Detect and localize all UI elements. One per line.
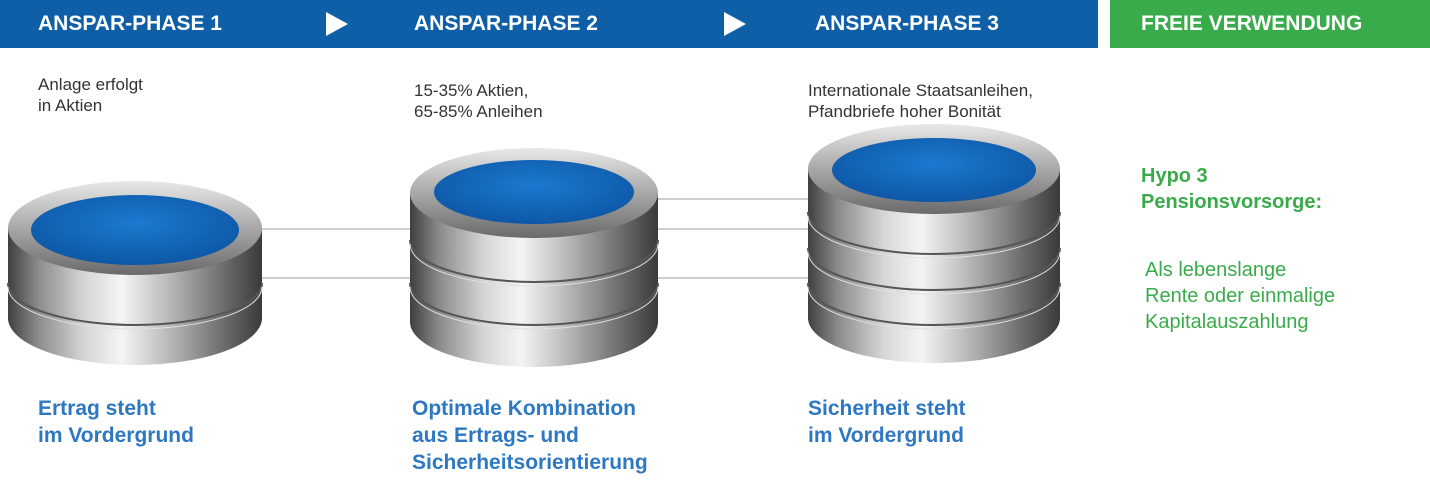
phase-3-description: Internationale Staatsanleihen, Pfandbrie… bbox=[808, 81, 1033, 121]
arrow-right-icon bbox=[326, 12, 348, 36]
phase-2-description: 15-35% Aktien, 65-85% Anleihen bbox=[414, 81, 543, 121]
phase-3-title: ANSPAR-PHASE 3 bbox=[815, 12, 999, 35]
phase-1-description: Anlage erfolgt in Aktien bbox=[38, 75, 143, 115]
arrow-right-icon bbox=[724, 12, 746, 36]
phase-2-title: ANSPAR-PHASE 2 bbox=[414, 12, 598, 35]
phase-3-label: Sicherheit steht im Vordergrund bbox=[808, 397, 966, 447]
final-title: FREIE VERWENDUNG bbox=[1141, 12, 1363, 35]
final-section-text: Als lebenslange Rente oder einmalige Kap… bbox=[1145, 259, 1336, 333]
phase-2-label: Optimale Kombination aus Ertrags- und Si… bbox=[412, 397, 648, 474]
phase-1-title: ANSPAR-PHASE 1 bbox=[38, 12, 222, 35]
final-section-title: Hypo 3 Pensionsvorsorge: bbox=[1141, 165, 1323, 213]
final-header-bar bbox=[1110, 0, 1430, 48]
cylinder-phase-1 bbox=[7, 181, 263, 365]
cylinder-phase-3 bbox=[807, 124, 1061, 363]
phase-1-label: Ertrag steht im Vordergrund bbox=[38, 397, 194, 447]
cylinder-phase-2 bbox=[409, 148, 659, 367]
phase-header-bar bbox=[0, 0, 1098, 48]
